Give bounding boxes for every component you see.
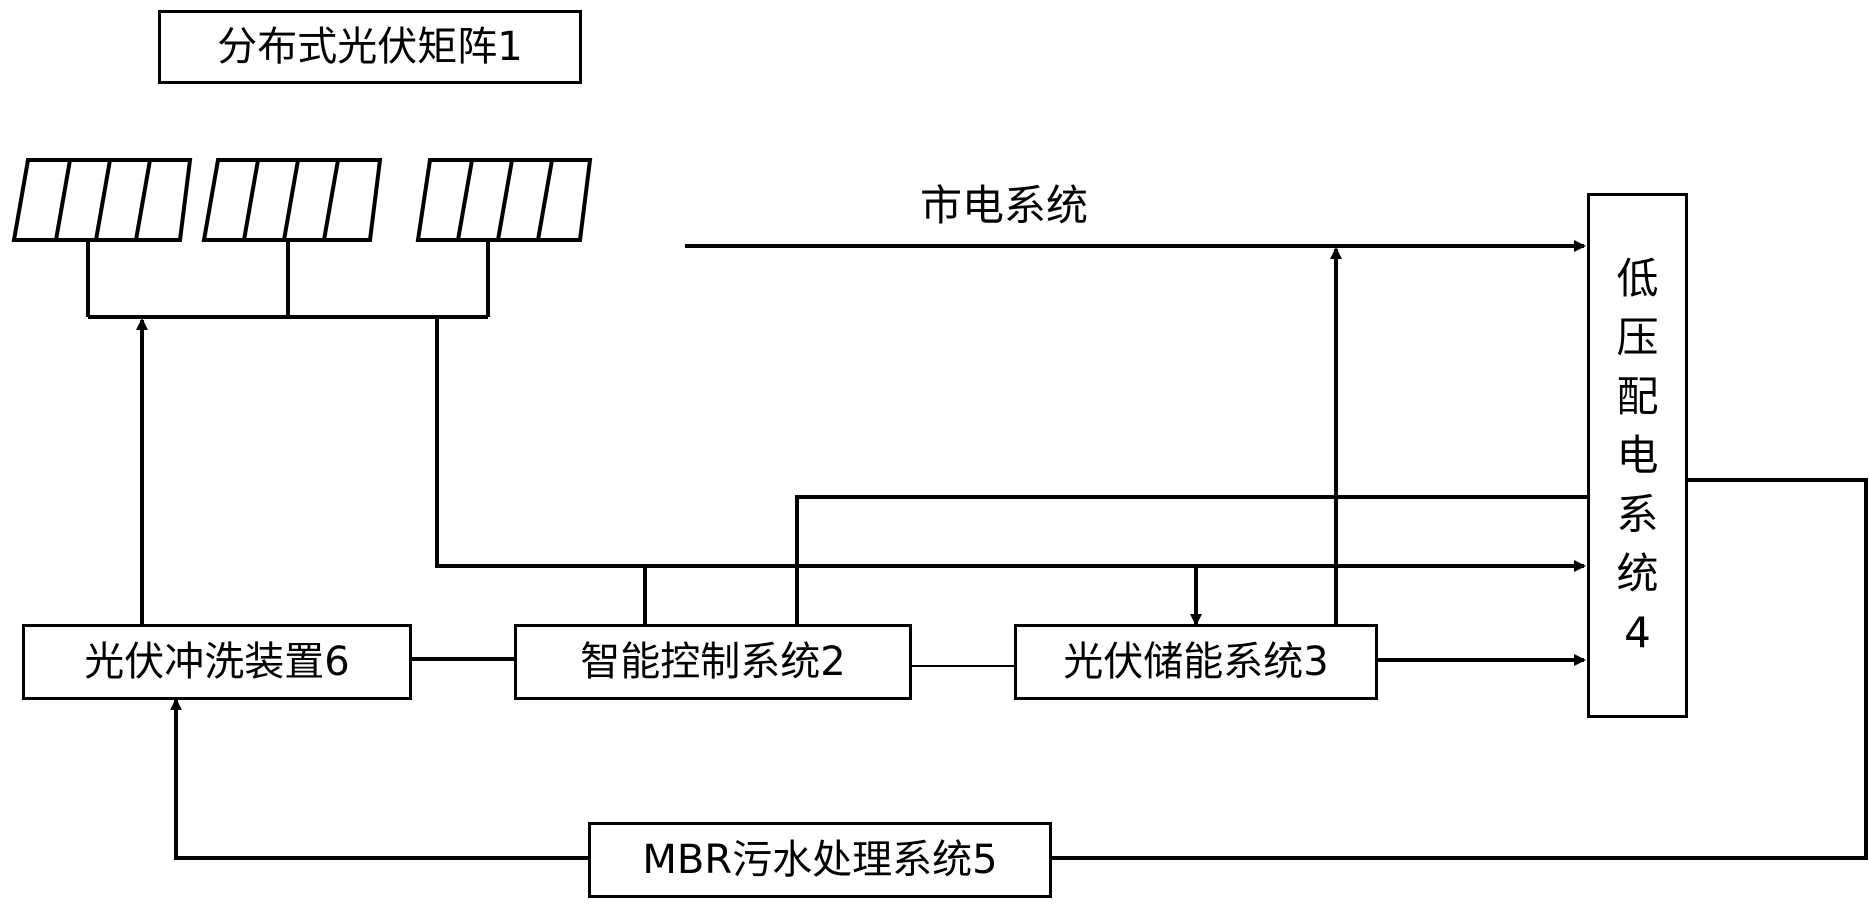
- pv-storage-box: 光伏储能系统3: [1014, 624, 1378, 700]
- panel-bus: [86, 240, 490, 319]
- lv-to-mbr-line: [1052, 478, 1868, 860]
- pv-feed-to-lv-arrow: [435, 317, 1586, 572]
- mbr-to-wash-arrow: [170, 698, 588, 860]
- mbr-box: MBR污水处理系统5: [588, 822, 1052, 898]
- solar-panel-1: [11, 158, 193, 242]
- pv-array-title-box: 分布式光伏矩阵1: [158, 10, 582, 84]
- smart-control-label: 智能控制系统2: [580, 639, 846, 685]
- low-voltage-label: 低 压 配 电 系 统 4: [1616, 253, 1659, 657]
- pv-wash-label: 光伏冲洗装置6: [84, 639, 350, 685]
- pv-array-title: 分布式光伏矩阵1: [217, 24, 523, 70]
- solar-panel-2: [201, 158, 383, 242]
- solar-panel-3: [415, 158, 593, 242]
- low-voltage-distribution-box: 低 压 配 电 系 统 4: [1587, 193, 1688, 718]
- grid-system-label: 市电系统: [920, 181, 1089, 230]
- mbr-label: MBR污水处理系统5: [642, 837, 998, 883]
- smart-control-box: 智能控制系统2: [514, 624, 912, 700]
- pv-storage-label: 光伏储能系统3: [1063, 639, 1329, 685]
- pv-wash-box: 光伏冲洗装置6: [22, 624, 412, 700]
- control-to-lv-line: [795, 495, 1588, 624]
